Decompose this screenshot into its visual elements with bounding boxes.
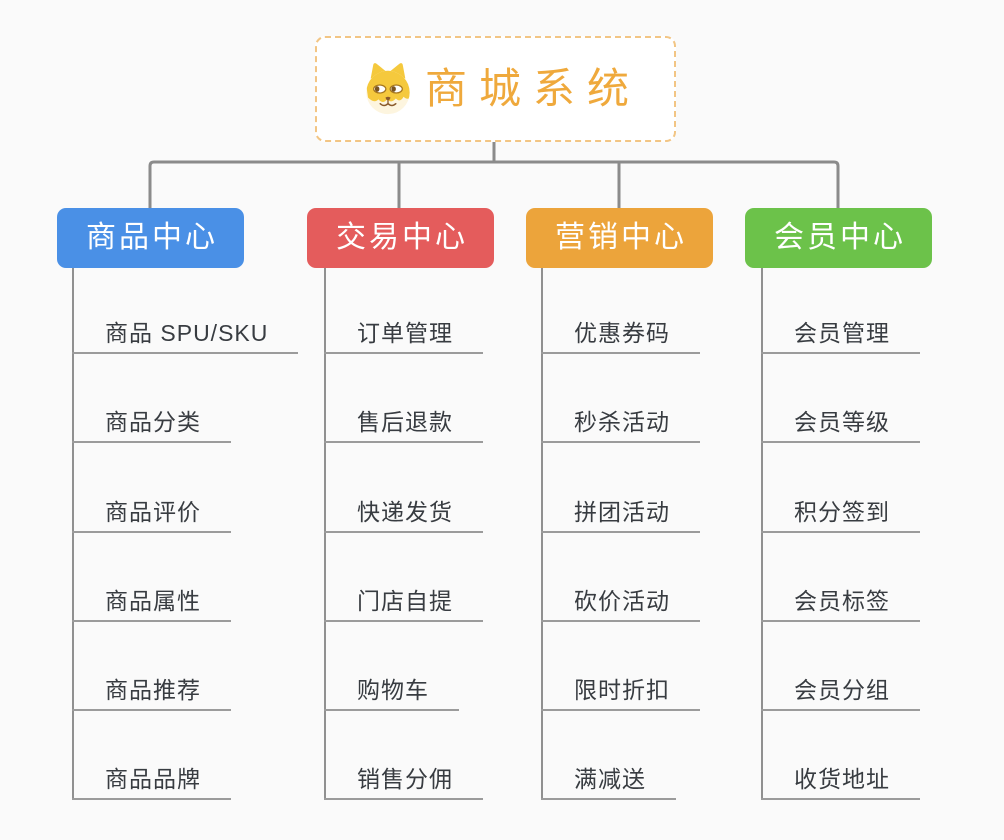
leaf-node[interactable]: 收货地址 [761,765,920,800]
branch-node-trade-center[interactable]: 交易中心 [307,208,494,268]
leaf-node[interactable]: 门店自提 [324,587,483,622]
leaf-node[interactable]: 商品推荐 [72,676,231,711]
leaf-node[interactable]: 会员分组 [761,676,920,711]
leaf-node[interactable]: 秒杀活动 [541,408,700,443]
leaf-node[interactable]: 订单管理 [324,319,483,354]
leaf-node[interactable]: 商品分类 [72,408,231,443]
root-title: 商城系统 [424,65,641,112]
branch-vertical-line [324,268,326,800]
shiba-dog-icon [366,63,410,115]
leaf-node[interactable]: 优惠券码 [541,319,700,354]
leaf-node[interactable]: 拼团活动 [541,498,700,533]
branch-vertical-line [761,268,763,800]
branch-column-product: 商品 SPU/SKU 商品分类 商品评价 商品属性 商品推荐 商品品牌 [72,268,312,808]
branch-label: 商品中心 [86,221,218,254]
leaf-node[interactable]: 商品评价 [72,498,231,533]
leaf-node[interactable]: 会员等级 [761,408,920,443]
branch-vertical-line [72,268,74,800]
branch-column-marketing: 优惠券码 秒杀活动 拼团活动 砍价活动 限时折扣 满减送 [541,268,781,808]
leaf-node[interactable]: 满减送 [541,765,676,800]
branch-label: 交易中心 [336,221,468,254]
root-node[interactable]: 商城系统 [315,36,676,142]
leaf-node[interactable]: 砍价活动 [541,587,700,622]
leaf-node[interactable]: 会员管理 [761,319,920,354]
leaf-node[interactable]: 积分签到 [761,498,920,533]
branch-label: 会员中心 [774,221,906,254]
leaf-node[interactable]: 限时折扣 [541,676,700,711]
branch-vertical-line [541,268,543,800]
leaf-node[interactable]: 商品属性 [72,587,231,622]
leaf-node[interactable]: 会员标签 [761,587,920,622]
leaf-node[interactable]: 商品品牌 [72,765,231,800]
branch-node-marketing-center[interactable]: 营销中心 [526,208,713,268]
branch-node-member-center[interactable]: 会员中心 [745,208,932,268]
leaf-node[interactable]: 销售分佣 [324,765,483,800]
leaf-node[interactable]: 商品 SPU/SKU [72,319,299,354]
leaf-node[interactable]: 售后退款 [324,408,483,443]
branch-label: 营销中心 [555,221,687,254]
leaf-node[interactable]: 购物车 [324,676,459,711]
leaf-node[interactable]: 快递发货 [324,498,483,533]
branch-column-member: 会员管理 会员等级 积分签到 会员标签 会员分组 收货地址 [761,268,1001,808]
branch-node-product-center[interactable]: 商品中心 [57,208,244,268]
branch-column-trade: 订单管理 售后退款 快递发货 门店自提 购物车 销售分佣 [324,268,564,808]
